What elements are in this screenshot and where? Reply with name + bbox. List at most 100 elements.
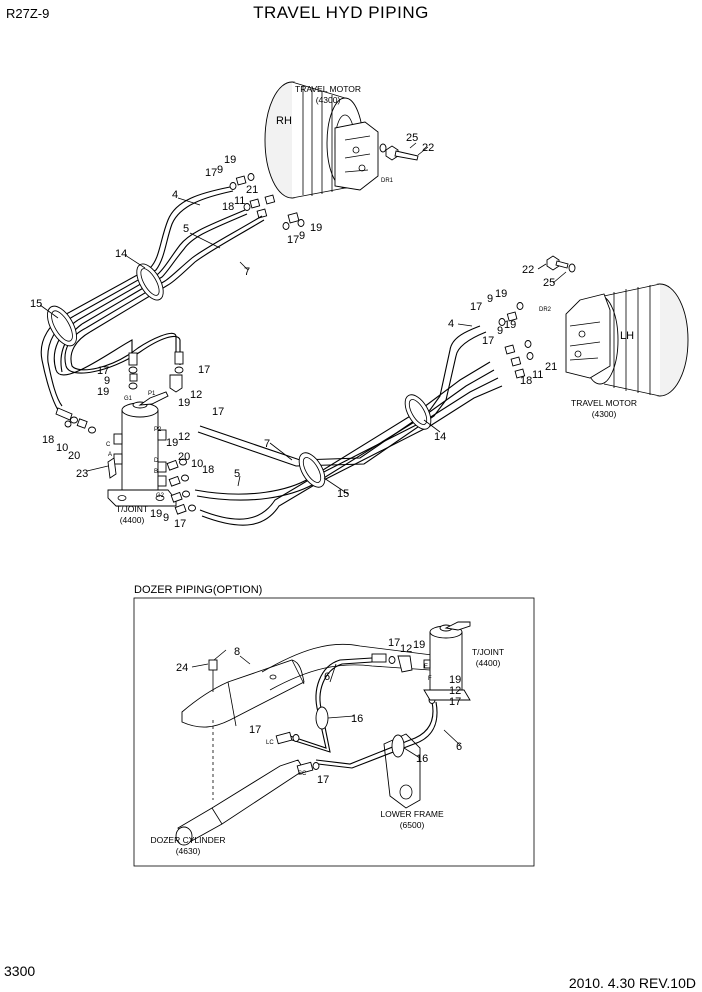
callout-14-b: 14 (434, 431, 446, 443)
dozer-blade-cover (181, 659, 305, 728)
callout-19-e: 19 (166, 437, 178, 449)
callout-9-f: 9 (497, 325, 503, 337)
lh-motor-name: TRAVEL MOTOR (571, 398, 637, 408)
callout-19-b: 19 (310, 222, 322, 234)
lower-frame-ref: (6500) (400, 820, 425, 830)
callout-15-a: 15 (30, 298, 42, 310)
turning-joint (107, 391, 177, 507)
dozer-callout-17-b: 17 (449, 696, 461, 708)
callout-19-f: 19 (150, 508, 162, 520)
dozer-callout-19-a: 19 (413, 639, 425, 651)
dozer-turning-joint (423, 621, 471, 701)
dozer-cylinder-ref: (4630) (176, 846, 201, 856)
joint-top-fittings (128, 351, 184, 393)
callout-4-a: 4 (172, 189, 178, 201)
callout-12-b: 12 (178, 431, 190, 443)
port-p2: P2 (154, 427, 162, 433)
callout-20-a: 20 (68, 450, 80, 462)
model-code: R27Z-9 (6, 6, 49, 21)
port-g1: G1 (124, 396, 133, 402)
clamp-15-lh (298, 452, 326, 488)
callout-19-d: 19 (178, 397, 190, 409)
dozer-callout-19-b: 19 (449, 674, 461, 686)
callout-18-c: 18 (202, 464, 214, 476)
callout-23: 23 (76, 468, 88, 480)
callout-19-c: 19 (97, 386, 109, 398)
callout-9-d: 9 (163, 512, 169, 524)
callout-14-a: 14 (115, 248, 127, 260)
port-b: B (154, 469, 158, 475)
rh-travel-motor (264, 81, 379, 199)
callout-9-c: 9 (104, 375, 110, 387)
dozer-joint-ref: (4400) (476, 658, 501, 668)
dozer-joint-name: T/JOINT (472, 647, 504, 657)
callout-11-b: 11 (532, 369, 543, 381)
port-d: D (154, 458, 159, 464)
callout-18-a: 18 (222, 201, 234, 213)
callout-15-b: 15 (337, 488, 349, 500)
dozer-port-lc: LC (266, 740, 274, 746)
callout-9-b: 9 (299, 230, 305, 242)
dozer-clamp-16-b (391, 734, 405, 758)
callout-18-d: 18 (520, 375, 532, 387)
callout-20-b: 20 (178, 451, 190, 463)
dozer-clamp-16-a (315, 706, 329, 730)
callout-17-e: 17 (212, 406, 224, 418)
callout-9-e: 9 (487, 293, 493, 305)
lower-frame-name: LOWER FRAME (380, 809, 444, 819)
port-dr1: DR1 (381, 178, 394, 184)
lh-fittings (498, 302, 534, 379)
callout-24: 24 (176, 662, 188, 674)
callout-7-b: 7 (264, 438, 270, 450)
leader-lines (39, 142, 567, 759)
rh-motor-ref: (4300) (316, 95, 341, 105)
callout-22: 22 (422, 142, 434, 154)
callout-7-a: 7 (244, 266, 250, 278)
callout-8: 8 (234, 646, 240, 658)
callout-25-b: 25 (543, 277, 555, 289)
callout-21-b: 21 (545, 361, 557, 373)
callout-17-f: 17 (174, 518, 186, 530)
rh-motor-name: TRAVEL MOTOR (295, 84, 361, 94)
port-g2: G2 (156, 493, 165, 499)
callout-17-h: 17 (482, 335, 494, 347)
dozer-cylinder (175, 759, 305, 846)
callout-18-b: 18 (42, 434, 54, 446)
dozer-callout-17-c: 17 (249, 724, 261, 736)
hose-bundle-rh (40, 186, 265, 411)
dozer-port-f: F (428, 676, 432, 682)
dozer-callout-16-a: 16 (351, 713, 363, 725)
page-number: 3300 (4, 963, 35, 979)
lh-motor-ref: (4300) (592, 409, 617, 419)
joint-ref: (4400) (120, 515, 145, 525)
dozer-port-e: E (424, 664, 428, 670)
dozer-callout-17-d: 17 (317, 774, 329, 786)
callout-9-a: 9 (217, 164, 223, 176)
revision-date: 2010. 4.30 REV.10D (569, 975, 696, 991)
callout-5-a: 5 (183, 223, 189, 235)
callout-19-g: 19 (495, 288, 507, 300)
callout-4-b: 4 (448, 318, 454, 330)
port-p1: P1 (148, 391, 156, 397)
callout-10-a: 10 (56, 442, 68, 454)
callout-5-b: 5 (234, 468, 240, 480)
dozer-frame (133, 597, 535, 867)
dozer-port-sc: SC (298, 771, 307, 777)
joint-right-fittings (166, 458, 196, 515)
dozer-callout-6-a: 6 (324, 671, 330, 683)
callout-12-a: 12 (190, 389, 202, 401)
callout-17-d: 17 (198, 364, 210, 376)
dozer-callout-6-b: 6 (456, 741, 462, 753)
hose-bundle-cross (194, 325, 503, 526)
callout-11-a: 11 (234, 195, 245, 207)
rh-fittings (229, 173, 305, 230)
callout-21-a: 21 (246, 184, 258, 196)
page-title: TRAVEL HYD PIPING (253, 3, 429, 22)
callout-17-c: 17 (97, 365, 109, 377)
dozer-cylinder-name: DOZER CYLINDER (150, 835, 225, 845)
port-c: C (106, 442, 111, 448)
dozer-callout-12-b: 12 (449, 685, 461, 697)
callout-22-b: 22 (522, 264, 534, 276)
dozer-bolt-24 (208, 659, 218, 800)
port-dr2: DR2 (539, 307, 552, 313)
